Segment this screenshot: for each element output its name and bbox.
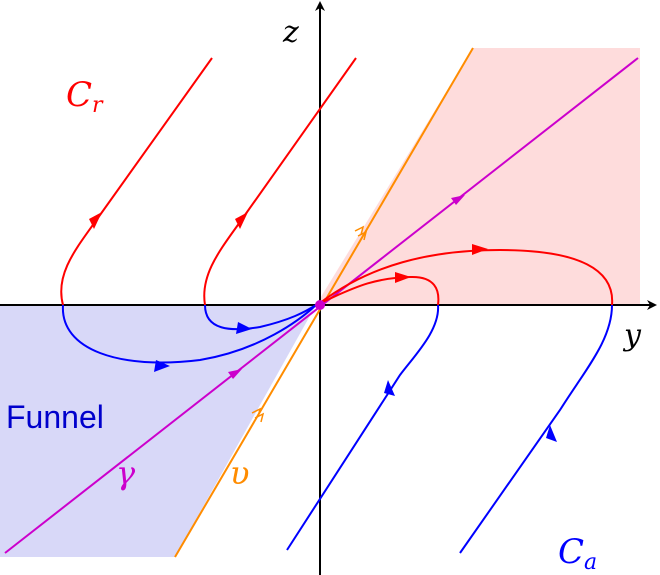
red-trajectory-near-left [203, 57, 357, 306]
c-a-label: Ca [558, 532, 597, 575]
blue-arrow-far-left [154, 360, 170, 372]
gamma-arrow-upper [451, 195, 465, 205]
blue-trajectory-far-right [459, 304, 613, 554]
gamma-label: γ [116, 454, 136, 492]
red-arrow-near-left [235, 212, 248, 229]
z-axis-label: z [282, 15, 299, 50]
blue-trajectory-far-left [61, 304, 317, 364]
gamma-arrow-lower [228, 369, 242, 379]
y-axis-label: y [622, 318, 642, 353]
origin-equilibrium-point [315, 300, 325, 310]
blue-arrow-near-right [384, 380, 395, 396]
red-arrow-far-left [89, 212, 102, 229]
upsilon-arrow-lower [251, 407, 265, 423]
repelling-region [316, 48, 640, 305]
blue-arrow-far-right [546, 425, 557, 442]
blue-trajectory-near-left [204, 304, 317, 331]
red-trajectory-far-right [319, 248, 614, 306]
upsilon-label: υ [230, 454, 249, 492]
c-r-label: Cr [66, 75, 104, 118]
red-arrow-near-right [395, 272, 411, 283]
funnel-label: Funnel [6, 399, 104, 435]
blue-arrow-near-left [236, 322, 252, 334]
blue-trajectory-near-right [286, 304, 440, 551]
upsilon-arrow-upper [354, 225, 368, 241]
red-arrow-far-right [472, 244, 488, 255]
